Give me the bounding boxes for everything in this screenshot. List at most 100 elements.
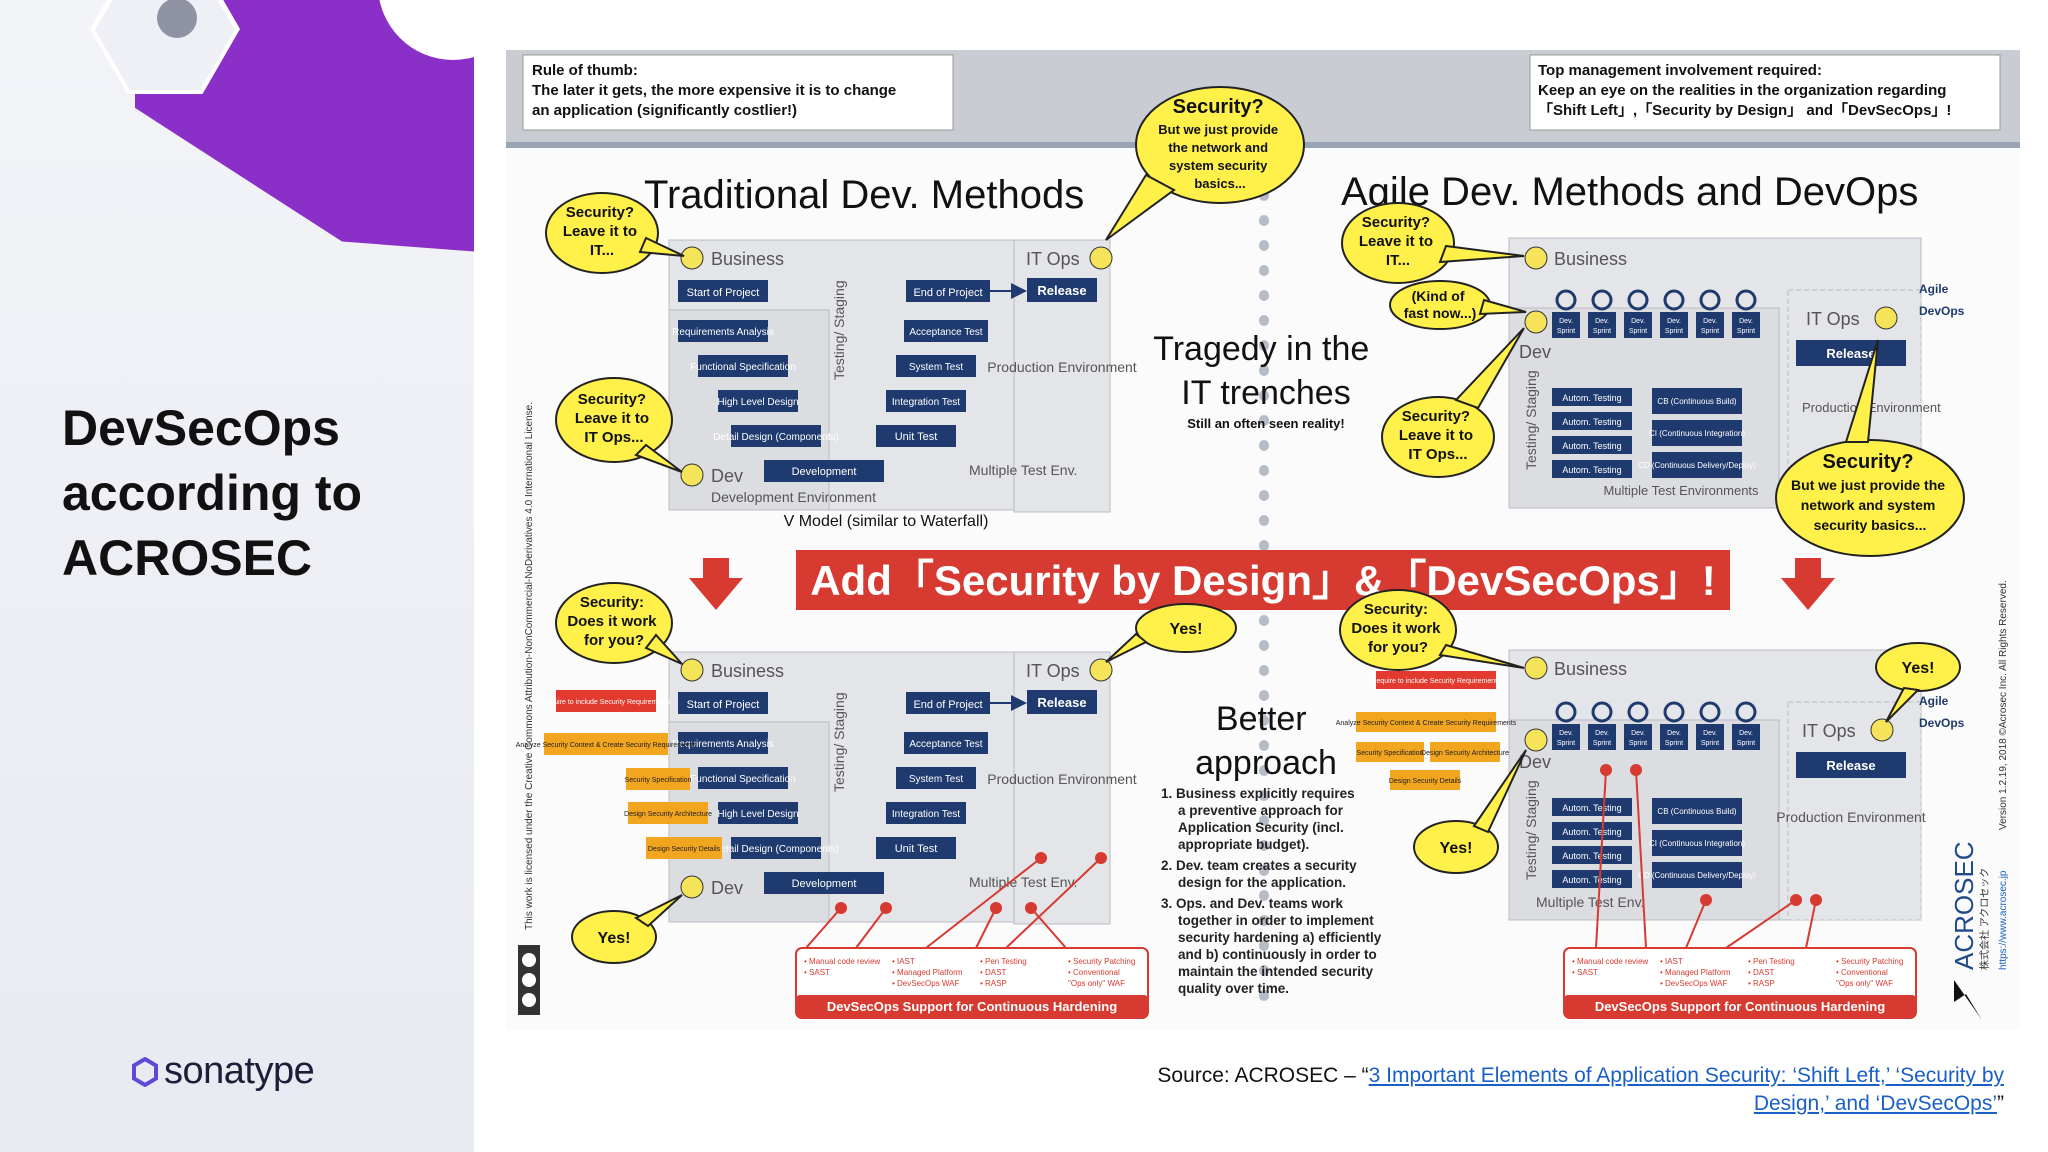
bubble-yes-center: Yes! [1105,603,1237,663]
autom-testing-box [1552,436,1632,454]
svg-text:Security Specification: Security Specification [1357,750,1424,757]
svg-text:Functional Specification: Functional Specification [690,774,796,785]
support-item-text: • Manual code review [804,957,880,966]
pipeline-label: CI (Continuous Integration) [1649,429,1745,438]
support-item-text: • Conventional [1068,968,1120,977]
svg-text:DevSecOps Support for Continuo: DevSecOps Support for Continuous Hardeni… [827,999,1117,1014]
svg-text:Yes!: Yes! [598,930,631,947]
dev-sprint-box [1552,724,1580,750]
traditional-panel-bottom: Business IT Ops Start of Project End of … [516,651,1137,925]
autom-testing-box [1552,798,1632,816]
svg-text:Testing/ Staging: Testing/ Staging [1523,370,1539,470]
dev-sprint-box [1624,724,1652,750]
dev-sprint-label: Dev. [1703,318,1717,325]
svg-text:Requirements Analysis: Requirements Analysis [672,327,774,338]
sprint-cycle-icon [1699,289,1721,311]
bubble-yes-dev-left: Yes! [571,894,683,964]
sprint-cycle-icon [1555,701,1577,723]
dev-sprint-box [1660,724,1688,750]
left-panel [0,0,474,1152]
autom-testing-label: Autom. Testing [1562,851,1621,861]
management-box: Top management involvement required: Kee… [1538,62,1951,119]
bubble-security-basics-right: Security? But we just provide the networ… [1775,339,1965,557]
dev-sprint-label: Dev. [1667,730,1681,737]
support-item-text: • RASP [980,979,1007,988]
support-item-text: • Managed Platform [1660,968,1731,977]
support-item-text: • Pen Testing [980,957,1027,966]
autom-testing-box [1552,846,1632,864]
support-box-left: DevSecOps Support for Continuous Hardeni… [795,852,1149,1019]
svg-text:Security? But we just pr: Security? But we just provide the networ… [1791,451,1949,533]
autom-testing-label: Autom. Testing [1562,875,1621,885]
svg-text:Requirements Analysis: Requirements Analysis [672,739,774,750]
sprint-cycle-icon [1735,701,1757,723]
autom-testing-box [1552,822,1632,840]
svg-text:Design Security Details: Design Security Details [1389,778,1462,785]
bubble-does-it-work-left: Security: Does it work for you? [555,582,683,665]
svg-text:Detail Design (Components): Detail Design (Components) [713,432,839,443]
svg-text:Development: Development [792,466,857,478]
svg-text:Require to include Security Re: Require to include Security Requirements [541,699,671,706]
autom-testing-box [1552,460,1632,478]
svg-text:Require to include Security Re: Require to include Security Requirements [1371,678,1501,685]
svg-text:Agile: Agile [1919,282,1949,296]
support-item-text: • IAST [1660,957,1683,966]
down-arrow-left [689,558,743,610]
dev-sprint-box [1696,724,1724,750]
source-suffix: ” [1997,1092,2004,1115]
source-citation: Source: ACROSEC – “3 Important Elements … [1104,1062,2004,1118]
sprint-cycle-icon [1699,701,1721,723]
svg-text:Multiple Test Env.: Multiple Test Env. [969,462,1077,478]
sprint-cycle-icon [1555,289,1577,311]
devsecops-diagram: Rule of thumb: The later it gets, the mo… [506,50,2020,1030]
dev-sprint-label: Dev. [1559,318,1573,325]
bubble-leave-it-ops-tr: Security? Leave it to IT Ops... [1381,327,1525,478]
pipeline-box [1652,862,1742,888]
pipeline-label: CB (Continuous Build) [1657,397,1736,406]
support-item-text: • Conventional [1836,968,1888,977]
autom-testing-label: Autom. Testing [1562,441,1621,451]
svg-text:Integration Test: Integration Test [892,397,960,408]
svg-text:Business: Business [711,661,784,681]
svg-text:Detail Design (Components): Detail Design (Components) [713,844,839,855]
tragedy-heading: Tragedy in the IT trenches [1153,330,1379,412]
support-item-text: • Security Patching [1068,957,1135,966]
support-box-right: DevSecOps Support for Continuous Hardeni… [1563,764,1917,1019]
svg-text:Unit Test: Unit Test [895,843,938,855]
sprint-cycle-icon [1663,289,1685,311]
support-item-text: • Security Patching [1836,957,1903,966]
dev-sprint-box [1588,724,1616,750]
pipeline-box [1652,452,1742,478]
svg-text:Release: Release [1826,346,1875,361]
pipeline-box [1652,420,1742,446]
svg-text:Design Security Architecture: Design Security Architecture [1421,750,1509,757]
dev-sprint-label: Sprint [1557,740,1575,747]
svg-text:DevOps: DevOps [1919,716,1965,730]
svg-text:Dev: Dev [1519,342,1551,362]
dev-sprint-label: Sprint [1593,740,1611,747]
support-item-text: • IAST [892,957,915,966]
support-item-text: • Managed Platform [892,968,963,977]
dev-sprint-label: Sprint [1665,328,1683,335]
bubble-yes-dev-right: Yes! [1413,749,1527,874]
hexagon-hole-decoration [157,0,197,38]
dev-sprint-label: Sprint [1629,740,1647,747]
banner-text: Add「Security by Design」&「DevSecOps」! [810,557,1716,604]
dev-sprint-box [1624,312,1652,338]
slide-title: DevSecOps according to ACROSEC [62,396,452,591]
svg-text:Design Security Architecture: Design Security Architecture [624,811,712,818]
dev-sprint-box [1696,312,1724,338]
source-link[interactable]: 3 Important Elements of Application Secu… [1368,1064,2004,1115]
svg-text:End of Project: End of Project [913,699,982,711]
svg-text:Yes!: Yes! [1902,660,1935,677]
sprint-cycle-icon [1627,701,1649,723]
svg-text:Start of Project: Start of Project [687,699,760,711]
support-item-text: • DAST [1748,968,1774,977]
bubble-yes-right: Yes! [1875,642,1961,723]
svg-text:Development: Development [792,878,857,890]
dev-sprint-label: Dev. [1739,730,1753,737]
svg-text:Agile: Agile [1919,694,1949,708]
support-item-text: • Pen Testing [1748,957,1795,966]
dev-sprint-label: Sprint [1557,328,1575,335]
svg-text:End of Project: End of Project [913,287,982,299]
